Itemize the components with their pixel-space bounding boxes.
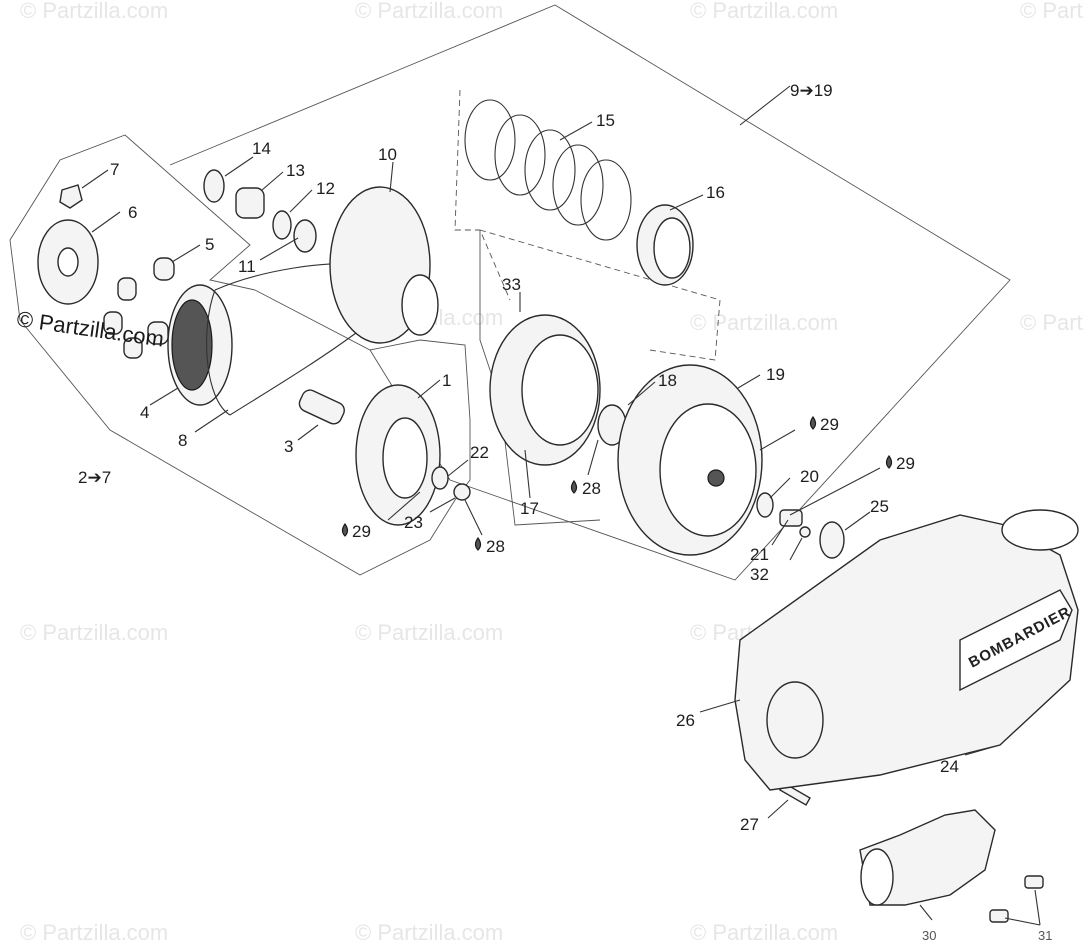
part-31-screw: [989, 909, 1009, 923]
part-15-spring: [464, 99, 632, 241]
part-3-sleeve: [298, 389, 345, 425]
callout-15: 15: [596, 111, 615, 130]
part-23-nut: [453, 483, 471, 501]
callout-9-19: 9➔19: [790, 81, 833, 100]
callout-8: 8: [178, 431, 187, 450]
copyright-label: © Partzilla.com: [15, 306, 165, 351]
callout-14: 14: [252, 139, 271, 158]
duct-30-group: [859, 809, 1044, 923]
oil-drop-icons: [341, 415, 893, 551]
watermark: © Partzilla.com: [355, 0, 503, 23]
part-21-bolt: [779, 509, 803, 527]
callout-11: 11: [238, 257, 256, 276]
cover-vent-duct: [1001, 509, 1079, 551]
callout-12: 12: [316, 179, 335, 198]
part-30-duct: [859, 809, 996, 906]
watermark: © Partzilla.com: [355, 920, 503, 945]
callout-19: 19: [766, 365, 785, 384]
fixed-pulley-group: [298, 384, 471, 526]
part-22-washer: [431, 466, 449, 490]
watermark: © Partzilla.com: [690, 920, 838, 945]
part-5-roller: [123, 337, 143, 359]
watermark: © Partzilla.com: [20, 0, 168, 23]
part-1-fins: [382, 417, 428, 499]
callout-29: 29: [820, 415, 839, 434]
callout-5: 5: [205, 235, 214, 254]
callout-24: 24: [940, 757, 959, 776]
callout-6: 6: [128, 203, 137, 222]
callout-4: 4: [140, 403, 149, 422]
cvt-cover-group: BOMBARDIER: [734, 509, 1079, 791]
callout-7: 7: [110, 160, 119, 179]
part-13-bushing: [235, 187, 265, 219]
oil-drop-icon: [474, 536, 482, 551]
callout-29: 29: [896, 454, 915, 473]
callout-2-7: 2➔7: [78, 468, 111, 487]
watermark: © Partzilla.com: [1020, 0, 1084, 23]
group-2-7-outline: [9, 134, 471, 576]
clutch-dashed-box: [454, 89, 721, 361]
part-12-circlip: [272, 210, 292, 240]
part-17-clutch-face: [521, 334, 599, 446]
watermark: © Partzilla.com: [690, 0, 838, 23]
part-32-oring: [799, 526, 811, 538]
callout-3: 3: [284, 437, 293, 456]
callout-30: 30: [922, 928, 936, 943]
callout-33: 33: [502, 275, 521, 294]
callout-16: 16: [706, 183, 725, 202]
callout-26: 26: [676, 711, 695, 730]
part-20-washer: [756, 492, 774, 518]
part-11-washer: [293, 219, 317, 253]
watermark: © Partzilla.com: [20, 920, 168, 945]
callout-18: 18: [658, 371, 677, 390]
leader-lines: [81, 85, 1041, 926]
oil-drop-icon: [341, 522, 349, 537]
oil-drop-icon: [570, 479, 578, 494]
oil-drop-icon: [809, 415, 817, 430]
callout-23: 23: [404, 513, 423, 532]
callout-22: 22: [470, 443, 489, 462]
oil-drop-icon: [885, 454, 893, 469]
callout-10: 10: [378, 145, 397, 164]
part-25-bearing: [819, 521, 845, 559]
callout-28: 28: [582, 479, 601, 498]
part-19-hub: [707, 469, 725, 487]
watermark: © Partzilla.com: [690, 310, 838, 335]
part-4-teeth: [171, 299, 213, 391]
callout-1: 1: [442, 371, 451, 390]
callout-labels: 7 6 5 4 8 3 1 2➔7 14 13 12 11 10 15 16 9…: [78, 81, 1052, 943]
part-31-screw: [1024, 875, 1044, 889]
part-8-belt-loop: [206, 289, 231, 416]
callout-20: 20: [800, 467, 819, 486]
callout-28: 28: [486, 537, 505, 556]
callout-21: 21: [750, 545, 769, 564]
watermark: © Partzilla.com: [355, 620, 503, 645]
cover-brand-plate: [959, 589, 1073, 692]
part-19-drum-face: [659, 403, 757, 537]
callout-32: 32: [750, 565, 769, 584]
watermark: © Partzilla.com: [20, 620, 168, 645]
part-6-hub: [57, 247, 79, 277]
callout-17: 17: [520, 499, 539, 518]
part-10-hub: [401, 274, 439, 336]
watermark: © Partzilla.com: [1020, 310, 1084, 335]
callout-29: 29: [352, 522, 371, 541]
callout-25: 25: [870, 497, 889, 516]
callout-27: 27: [740, 815, 759, 834]
part-5-roller: [153, 257, 175, 281]
part-30-duct-opening: [860, 848, 894, 906]
part-14-ring: [203, 169, 225, 203]
part-7-slider: [59, 184, 83, 209]
part-5-roller: [117, 277, 137, 301]
part-16-inner: [653, 217, 691, 279]
primary-pulley-group: [37, 184, 361, 416]
callout-31: 31: [1038, 928, 1052, 943]
hardware-group: [756, 492, 845, 806]
part-26-intake-duct: [766, 681, 824, 759]
part-5-roller: [103, 311, 123, 335]
watermark-layer: © Partzilla.com © Partzilla.com © Partzi…: [20, 0, 1084, 945]
driven-pulley-group: [203, 99, 763, 556]
callout-13: 13: [286, 161, 305, 180]
